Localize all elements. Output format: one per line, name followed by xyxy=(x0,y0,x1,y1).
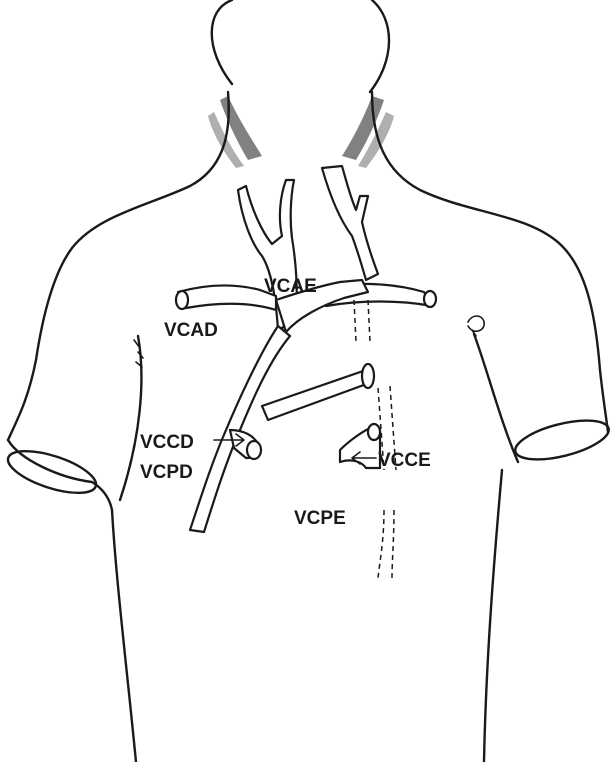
vcce-vessel-end xyxy=(368,424,380,440)
right-subclavian-vcad xyxy=(178,286,276,310)
right-armpit-mark xyxy=(468,316,484,336)
vccd-vessel-end xyxy=(247,441,261,459)
vcae-vessel-end xyxy=(424,291,436,307)
right-armpit-line xyxy=(474,334,518,462)
left-dashed-vessel-upper xyxy=(354,300,370,342)
right-arm-cut xyxy=(512,413,611,467)
label-vccd: VCCD xyxy=(140,432,194,453)
left-dashed-vessel-lower xyxy=(378,386,396,578)
superior-vena-cava-right xyxy=(190,326,290,532)
left-neck-shoulder-outline xyxy=(8,92,229,440)
label-vcae: VCAE xyxy=(264,276,317,297)
oblique-vessel-end xyxy=(362,364,374,388)
left-armpit-line xyxy=(120,336,141,500)
vcad-vessel-end xyxy=(176,291,188,309)
label-vcpe: VCPE xyxy=(294,508,346,529)
right-torso-side xyxy=(484,470,502,762)
left-torso-side xyxy=(112,510,136,762)
oblique-connecting-vessel xyxy=(262,370,372,420)
head-outline xyxy=(212,0,389,92)
neck-shading-left xyxy=(208,96,262,168)
label-vcad: VCAD xyxy=(164,320,218,341)
label-vcpd: VCPD xyxy=(140,462,193,483)
label-vcce: VCCE xyxy=(378,450,431,471)
right-jugular-vein xyxy=(322,166,378,280)
